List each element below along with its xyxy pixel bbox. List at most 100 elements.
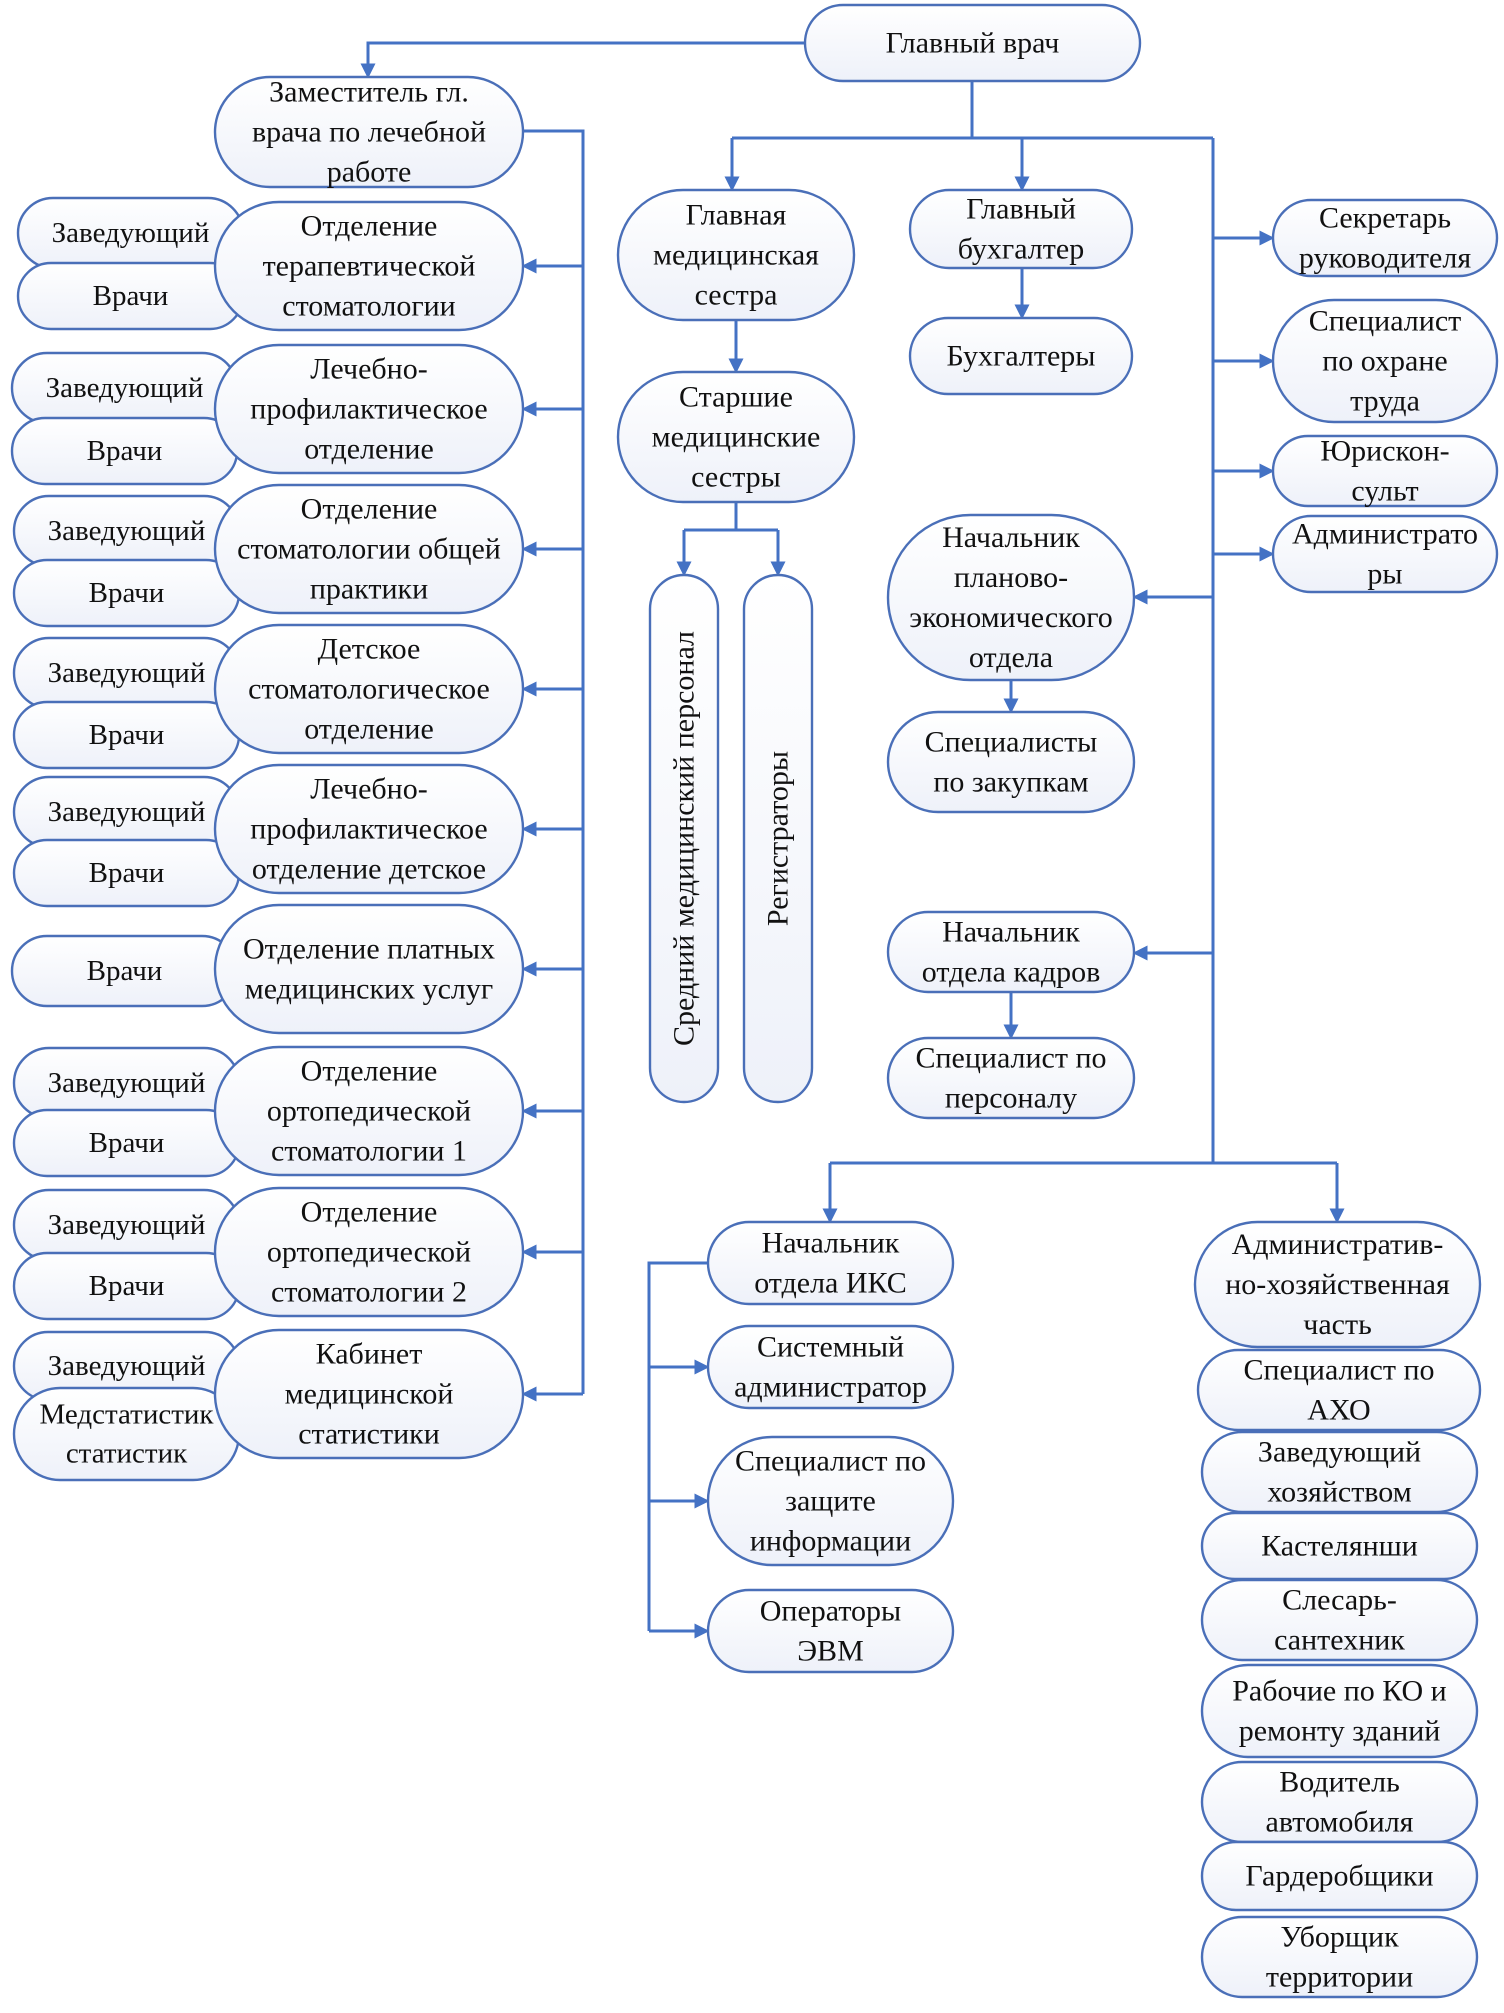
node-reg: Регистраторы bbox=[742, 573, 814, 1104]
node-label: Отделение bbox=[301, 210, 438, 243]
node-label: Врачи bbox=[89, 719, 165, 751]
node-label: Главный врач bbox=[886, 27, 1060, 60]
node-label: информации bbox=[750, 1524, 911, 1557]
node-box bbox=[886, 1036, 1136, 1120]
node-label: отдела bbox=[969, 641, 1053, 674]
node-box bbox=[213, 763, 525, 895]
node-box bbox=[706, 1324, 955, 1410]
node-label: Лечебно- bbox=[310, 773, 427, 806]
node-d6v: Врачи bbox=[10, 934, 239, 1008]
node-box bbox=[1271, 514, 1499, 594]
node-label: Отделение bbox=[301, 1196, 438, 1229]
node-box bbox=[908, 188, 1134, 270]
node-d8: Отделение ортопедической стоматологии 2 bbox=[213, 1186, 525, 1318]
node-label: ортопедической bbox=[267, 1236, 471, 1269]
node-label: Гардеробщики bbox=[1245, 1860, 1433, 1893]
node-yur: Юрискон-сульт bbox=[1271, 435, 1499, 507]
node-label: Детское bbox=[318, 633, 421, 666]
node-label: Заведующий bbox=[48, 1067, 206, 1099]
node-box bbox=[1200, 1840, 1479, 1912]
node-label: экономического bbox=[909, 601, 1113, 634]
node-box bbox=[213, 343, 525, 475]
node-label: Отделение bbox=[301, 493, 438, 526]
node-label: руководителя bbox=[1299, 241, 1471, 274]
node-box bbox=[213, 1045, 525, 1177]
node-d4v: Врачи bbox=[12, 700, 241, 770]
node-box bbox=[213, 483, 525, 615]
node-label: но-хозяйственная bbox=[1225, 1268, 1450, 1301]
node-box bbox=[1200, 1663, 1479, 1759]
node-label: отдела ИКС bbox=[754, 1266, 907, 1299]
node-box bbox=[1271, 298, 1499, 424]
node-label: медицинская bbox=[653, 239, 819, 272]
node-box bbox=[803, 3, 1142, 83]
node-box bbox=[648, 573, 720, 1104]
node-label: Начальник bbox=[942, 521, 1080, 554]
node-kastel: Кастелянши bbox=[1200, 1511, 1479, 1581]
node-label: территории bbox=[1266, 1960, 1413, 1993]
node-label: Специалист bbox=[1309, 305, 1462, 338]
node-label: Рабочие по КО и bbox=[1232, 1675, 1446, 1708]
node-label: ЭВМ bbox=[797, 1634, 864, 1667]
connector-line bbox=[523, 129, 585, 1394]
node-d7z: Заведующий bbox=[12, 1046, 241, 1120]
node-box bbox=[1200, 1578, 1479, 1662]
node-label: Администрато bbox=[1292, 518, 1478, 551]
node-label: отделение детское bbox=[252, 852, 486, 885]
node-d1z: Заведующий bbox=[16, 196, 245, 270]
node-label: Врачи bbox=[89, 1270, 165, 1302]
node-label: отделение bbox=[304, 712, 434, 745]
connector-lines bbox=[360, 41, 1345, 1639]
node-d2z: Заведующий bbox=[10, 351, 239, 425]
node-label: статистики bbox=[298, 1417, 440, 1450]
node-label: Кастелянши bbox=[1261, 1530, 1418, 1563]
node-label: Заведующий bbox=[48, 1350, 206, 1382]
node-label: Врачи bbox=[89, 577, 165, 609]
node-box bbox=[213, 623, 525, 755]
node-label: Заведующий bbox=[48, 1209, 206, 1241]
node-label: сестры bbox=[691, 460, 781, 493]
node-label: сестра bbox=[695, 278, 778, 311]
node-label: медицинских услуг bbox=[245, 972, 493, 1005]
node-label: отделение bbox=[304, 432, 434, 465]
node-box bbox=[1193, 1220, 1482, 1349]
node-box bbox=[616, 188, 856, 322]
node-label: Старшие bbox=[679, 381, 793, 414]
node-label: Заведующий bbox=[48, 515, 206, 547]
node-d5v: Врачи bbox=[12, 838, 241, 908]
node-box bbox=[886, 710, 1136, 814]
node-d1v: Врачи bbox=[16, 261, 245, 331]
node-label: Бухгалтеры bbox=[947, 340, 1096, 373]
node-label: стоматологии bbox=[282, 289, 455, 322]
node-label: по охране bbox=[1322, 345, 1448, 378]
node-label: стоматологии 2 bbox=[271, 1275, 467, 1308]
node-box bbox=[1196, 1348, 1482, 1432]
node-box bbox=[886, 910, 1136, 994]
node-box bbox=[908, 316, 1134, 396]
node-d8v: Врачи bbox=[12, 1251, 241, 1321]
node-label: медицинской bbox=[285, 1378, 454, 1411]
node-label: работе bbox=[327, 155, 412, 188]
node-box bbox=[616, 370, 856, 504]
node-label: Врачи bbox=[89, 857, 165, 889]
